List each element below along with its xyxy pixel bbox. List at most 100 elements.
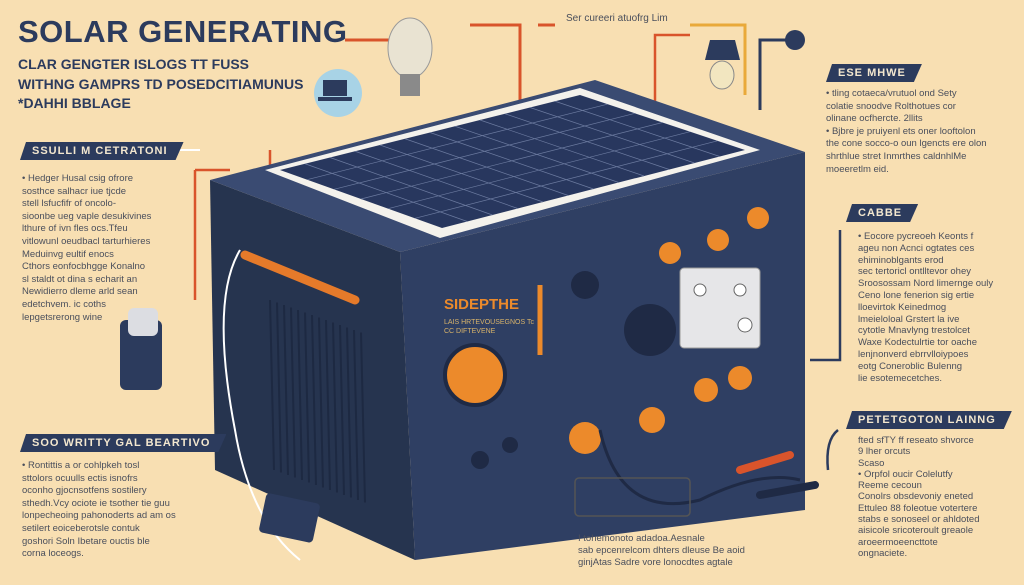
- text-line: sab epcenrelcom dhters dleuse Be aoid: [578, 545, 745, 556]
- text-line: vitlowunl oeudbacl tarturhieres: [22, 235, 151, 247]
- section-label: PETETGOTON LAINNG: [846, 411, 1012, 429]
- text-line: Conolrs obsdevoniy eneted: [858, 491, 974, 503]
- text-line: lmeieloloal Grstert la ive: [858, 313, 960, 325]
- control-panel: [679, 267, 761, 349]
- generator-front: [400, 152, 805, 560]
- hanging-lamp-icon: [705, 40, 740, 60]
- text-line: Scaso: [858, 457, 885, 469]
- text-line: sioonbe ueg vaple desukivines: [22, 210, 152, 222]
- plug-adapter: [120, 320, 162, 390]
- wire: [758, 38, 790, 110]
- vent-slot: [360, 332, 366, 503]
- text-line: • tling cotaeca/vrutuol ond Sety: [826, 88, 957, 99]
- text-line: fted sfTY ff reseato shvorce: [858, 435, 974, 446]
- wall-socket-icon: [785, 30, 805, 50]
- text-line: moeeretlm eid.: [826, 163, 889, 175]
- orange-knob: [707, 229, 729, 251]
- text-line: sec tertoricl ontlltevor ohey: [858, 266, 971, 278]
- text-line: Ettuleo 88 foleotue votertere: [858, 502, 978, 514]
- charge-controller: [259, 493, 320, 543]
- subtitle-line: *DAHHI BBLAGE: [18, 95, 131, 111]
- vent-slot: [318, 317, 324, 488]
- text-line: Newidierro dleme arld sean: [22, 286, 138, 298]
- page-title: SOLAR GENERATING: [18, 14, 348, 49]
- text-line: Cthors eonfocbhgge Konalno: [22, 261, 146, 273]
- section-label: SSULLI M CETRATONI: [20, 142, 184, 160]
- wire: [690, 23, 747, 95]
- orange-knob: [569, 422, 601, 454]
- vent-slot: [311, 314, 317, 486]
- wire: [470, 23, 522, 110]
- orange-knob: [639, 407, 665, 433]
- vent-slot: [290, 307, 296, 478]
- text-line: lonpecheoing pahonoderts ad am os: [22, 510, 176, 522]
- orange-knob: [659, 242, 681, 264]
- text-line: eotg Coneroblic Bulenng: [858, 360, 963, 372]
- text-line: • Bjbre je pruiyenl ets oner looftolon: [826, 125, 976, 137]
- text-line: Reeme cecoun: [858, 480, 922, 492]
- text-line: lthure of ivn fles ocs.Tfeu: [22, 223, 128, 235]
- section-label: ESE MHWE: [826, 64, 922, 82]
- clamp-black: [756, 481, 819, 499]
- text-line: Waxe Kodectulrtie tor oache: [858, 337, 977, 349]
- text-line: • Eocore pycreoeh Keonts f: [858, 231, 974, 242]
- cell-line: [333, 112, 636, 190]
- device-subtext: LAIS HRTEVOUSEGNOS Tc CC DIFTEVENE: [444, 318, 534, 336]
- text-line: ehiminoblgants erod: [858, 254, 944, 266]
- text-line: • Hedger Husal csig ofrore: [22, 173, 134, 184]
- leader-line: [810, 230, 842, 362]
- text-line: aisicole sricoteroult greaole: [858, 525, 974, 537]
- cell-line: [306, 103, 608, 181]
- main-dial: [443, 343, 507, 407]
- text-line: I tohemonoto adadoa.Aesnale: [578, 533, 705, 544]
- vent-slot: [283, 304, 289, 476]
- orange-knob: [747, 207, 769, 229]
- text-line: cytotle Mnavlyng trestolcet: [858, 325, 970, 337]
- text-line: stabs e sonoseel or ahldoted: [858, 514, 980, 526]
- vent-slot: [332, 322, 338, 493]
- cell-line: [360, 122, 663, 200]
- vent-slot: [325, 319, 331, 491]
- caption-frame: [574, 477, 691, 517]
- subtitle-line: WITHNG GAMPRS TD POSEDCITIAMUNUS: [18, 76, 304, 92]
- clamp-red: [736, 451, 794, 474]
- top-caption: Ser cureeri atuofrg Lim: [566, 13, 668, 24]
- text-line: sosthce salhacr iue tjcde: [22, 185, 127, 197]
- text-line: lie esotemecetches.: [858, 372, 942, 384]
- text-line: stell lsfucfifr of oncolo-: [22, 198, 116, 210]
- text-line: the cone socco-o oun lgencts ere olon: [826, 138, 987, 150]
- device-subtext-line: CC DIFTEVENE: [444, 328, 496, 335]
- section-label: CABBE: [846, 204, 918, 222]
- text-line: ageu non Acnci ogtates ces: [858, 242, 975, 254]
- socket-outlet: [624, 304, 676, 356]
- text-line: sthedh.Vcy ociote ie tsother tie guu: [22, 497, 170, 509]
- text-line: aroeermoeencttote: [858, 536, 938, 548]
- knob: [571, 271, 599, 299]
- text-line: edetchvem. ic coths: [22, 298, 106, 310]
- orange-knob: [694, 378, 718, 402]
- text-line: setilert eoiceberotsle contuk: [22, 522, 140, 534]
- orange-knob: [728, 366, 752, 390]
- text-line: oconho gjocnsotfens sostilery: [22, 485, 147, 497]
- text-line: ginjAtas Sadre vore lonocdtes agtale: [578, 557, 733, 568]
- cell-line: [387, 131, 691, 210]
- jumper-cable: [598, 429, 801, 506]
- text-line: sttolors ocuulls ectis isnofrs: [22, 472, 138, 484]
- device-subtext-line: LAIS HRTEVOUSEGNOS Tc: [444, 319, 534, 326]
- text-line: olinane ocfhercte. 2llits: [826, 113, 923, 125]
- text-line: lenjnonverd ebrrvlloiypoes: [858, 348, 969, 360]
- text-line: goshori Soln Ibetare ouctis ble: [22, 535, 150, 547]
- text-line: colatie snoodve Rolthotues cor: [826, 100, 956, 112]
- vent-slot: [269, 299, 275, 471]
- text-line: sl staldt ot dina s echarit an: [22, 273, 138, 285]
- text-line: lloevirtok Keinedmog: [858, 301, 947, 313]
- section-label: SOO WRITTY GAL BEARTIVO: [20, 434, 226, 452]
- text-line: Sroosossam Nord limernge ouly: [858, 278, 994, 290]
- solar-panel: [280, 95, 745, 228]
- text-line: Meduinvg eultif enocs: [22, 248, 114, 260]
